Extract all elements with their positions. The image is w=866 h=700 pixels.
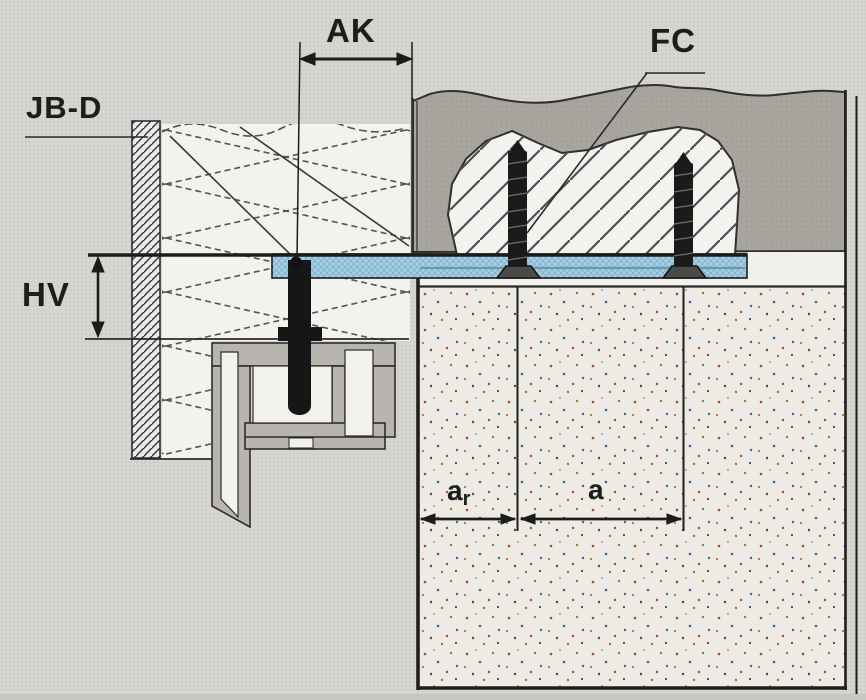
wall-strip bbox=[131, 120, 161, 459]
label-rim-spacing-sub: r bbox=[462, 488, 471, 510]
dim-ar bbox=[419, 513, 517, 525]
label-frame-screw: FC bbox=[650, 22, 696, 59]
anchor-bolt bbox=[278, 256, 322, 415]
ak-arrowhead-right bbox=[396, 52, 414, 66]
label-bracket-system: JB-D bbox=[26, 90, 103, 125]
slab-left-edge bbox=[411, 98, 418, 253]
dim-ak bbox=[296, 41, 414, 260]
hv-arrowhead-top bbox=[91, 255, 105, 273]
dim-a bbox=[519, 513, 683, 525]
label-height-offset: HV bbox=[22, 276, 70, 313]
a-arrowhead-right bbox=[666, 513, 683, 525]
label-screw-spacing: a bbox=[588, 474, 605, 505]
window-frame-profile bbox=[211, 342, 396, 529]
ar-arrowhead-right bbox=[500, 513, 517, 525]
scan-edge-band bbox=[0, 694, 866, 700]
block-zone bbox=[418, 286, 845, 688]
anchor-point-dot bbox=[290, 256, 302, 268]
frame-screw-2 bbox=[661, 152, 708, 279]
hv-arrowhead-bottom bbox=[91, 321, 105, 339]
leader-fc bbox=[526, 72, 705, 234]
label-edge-distance: AK bbox=[326, 12, 376, 49]
under-plate-gap bbox=[418, 278, 747, 286]
label-rim-spacing-base: a bbox=[447, 475, 463, 506]
right-edge-lines bbox=[844, 90, 858, 697]
label-rim-spacing: ar bbox=[447, 475, 471, 510]
dim-hv bbox=[91, 255, 105, 339]
frame-screw-1 bbox=[495, 140, 542, 279]
joint-gap bbox=[747, 252, 845, 286]
ar-arrowhead-left bbox=[419, 513, 436, 525]
screw-axis-lines bbox=[516, 287, 685, 531]
a-arrowhead-left bbox=[519, 513, 536, 525]
ak-arrowhead-left bbox=[298, 52, 316, 66]
